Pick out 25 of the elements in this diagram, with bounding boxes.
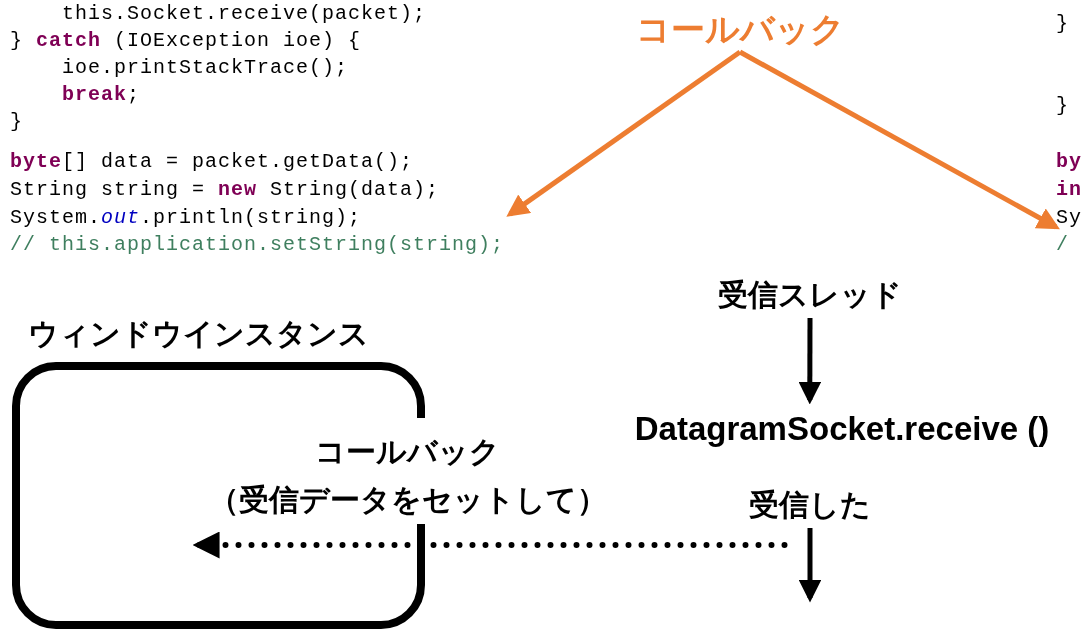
code-line: } (1056, 93, 1069, 119)
flow-label: 受信した (748, 486, 872, 524)
dotted-arrow (192, 531, 788, 559)
code-comment: / (1056, 232, 1069, 258)
code-comment: // this.application.setString(string); (10, 232, 505, 258)
arrow (506, 49, 742, 217)
code-line: ioe.printStackTrace(); (62, 55, 349, 81)
code-line: this.Socket.receive(packet); (62, 1, 427, 27)
code-line: } (1056, 11, 1069, 37)
arrow (798, 528, 822, 603)
flow-label: 受信スレッド (717, 276, 903, 314)
code-line: by (1056, 149, 1082, 175)
arrow (798, 318, 822, 405)
code-line: in (1056, 177, 1082, 203)
arrow (738, 49, 1060, 230)
code-line: Sy (1056, 205, 1082, 231)
code-line: byte[] data = packet.getData(); (10, 149, 414, 175)
code-line: break; (62, 82, 141, 108)
callout-title: コールバック (634, 8, 846, 51)
code-line: String string = new String(data); (10, 177, 440, 203)
code-line: System.out.println(string); (10, 205, 362, 231)
code-line: } catch (IOException ioe) { (10, 28, 362, 54)
box-heading: ウィンドウインスタンス (28, 315, 369, 353)
method-label: DatagramSocket.receive () (633, 409, 1051, 449)
code-line: } (10, 109, 23, 135)
